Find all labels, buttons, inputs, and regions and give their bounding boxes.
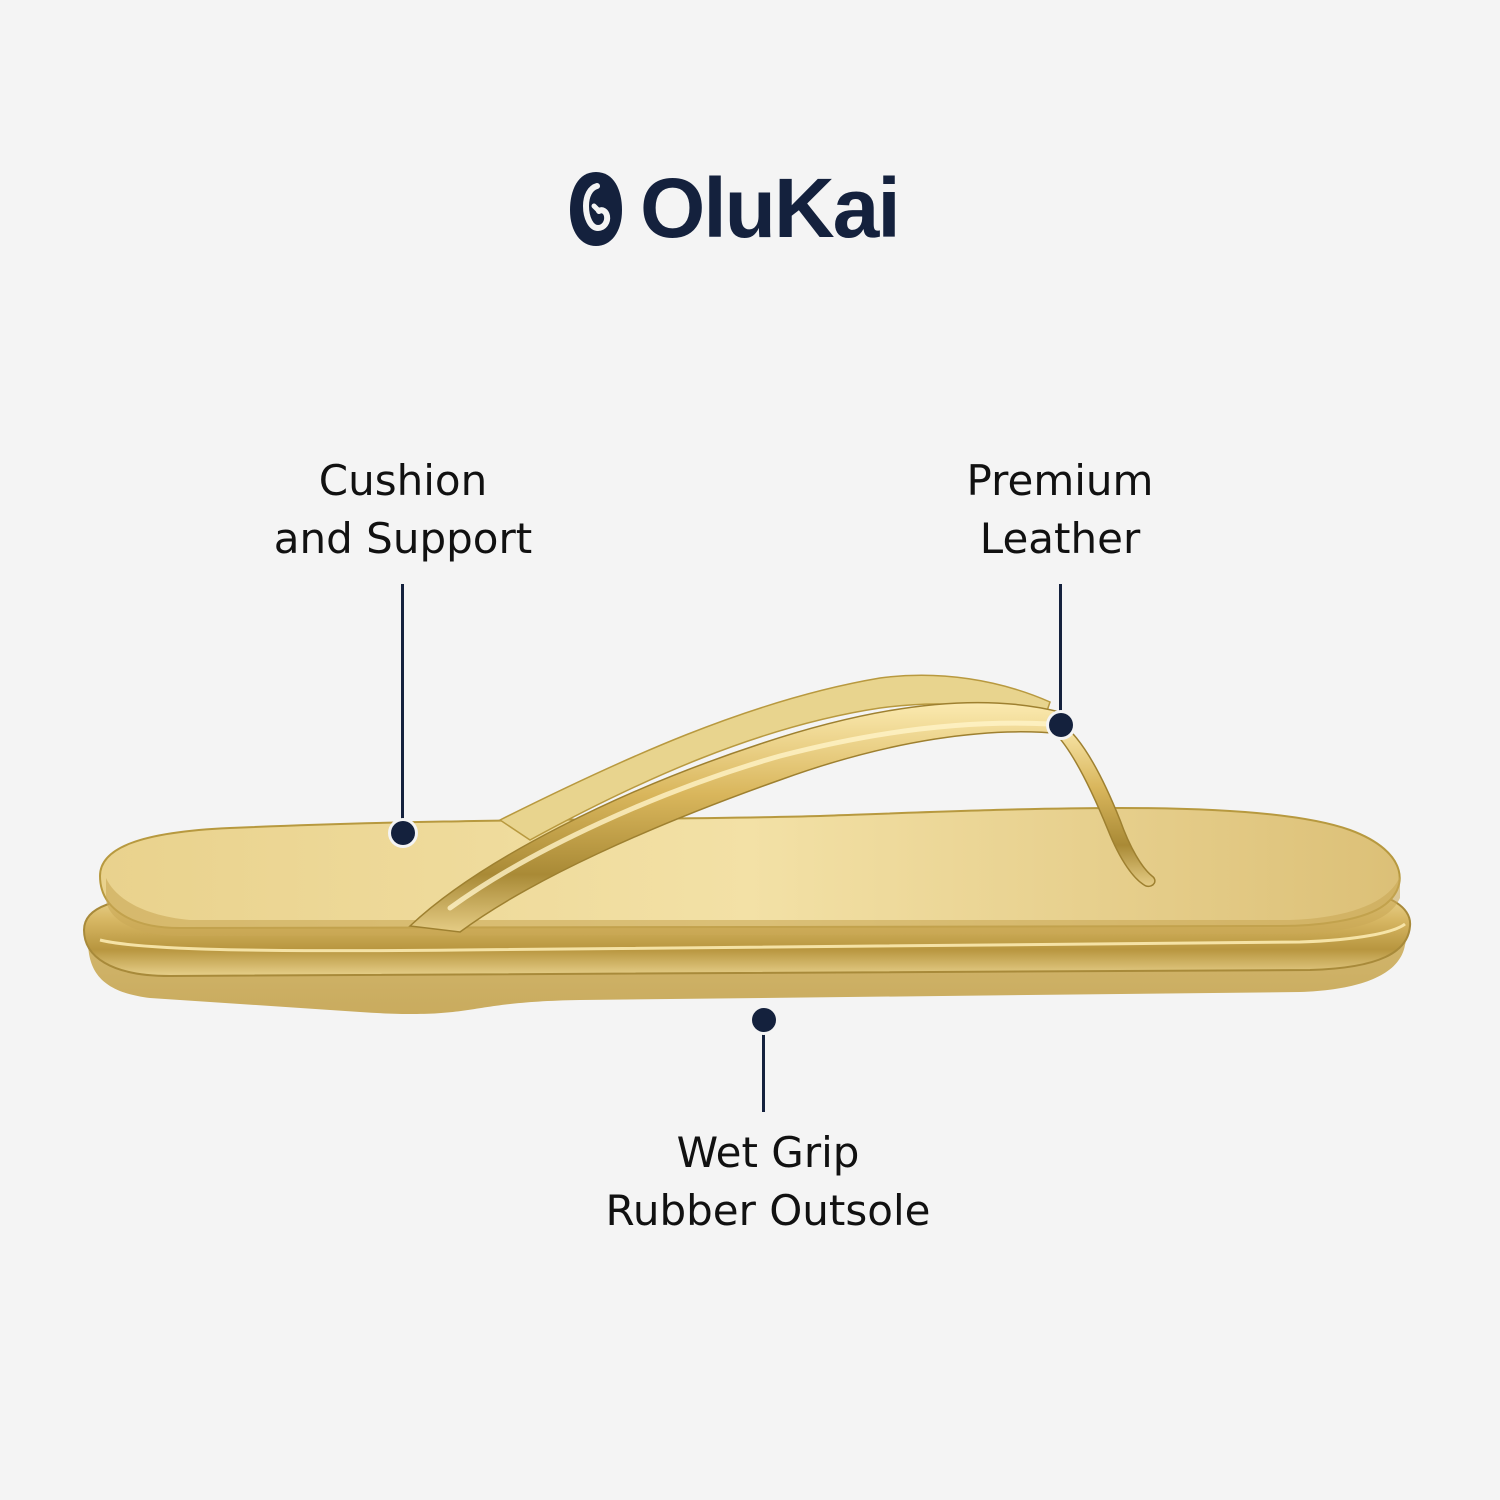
outsole-leader-line bbox=[762, 1022, 765, 1112]
footbed-shape bbox=[98, 806, 1401, 930]
callout-outsole-line2: Rubber Outsole bbox=[605, 1186, 931, 1235]
callout-outsole-label: Wet Grip Rubber Outsole bbox=[560, 1124, 976, 1240]
brand-name: OluKai bbox=[640, 161, 901, 255]
leather-leader-line bbox=[1059, 584, 1062, 724]
callout-leather-label: Premium Leather bbox=[930, 452, 1190, 568]
callout-cushion-label: Cushion and Support bbox=[253, 452, 553, 568]
outsole-marker-dot bbox=[752, 1008, 776, 1032]
callout-cushion-line2: and Support bbox=[273, 514, 533, 563]
cushion-marker-dot bbox=[391, 821, 415, 845]
leather-marker-dot bbox=[1049, 713, 1073, 737]
callout-cushion-line1: Cushion bbox=[318, 456, 488, 505]
callout-leather-line1: Premium bbox=[966, 456, 1154, 505]
callout-leather-line2: Leather bbox=[979, 514, 1141, 563]
toe-post bbox=[1053, 720, 1156, 888]
hook-logo-icon bbox=[570, 172, 622, 246]
gold-sandal-image bbox=[82, 674, 1412, 1015]
cushion-leader-line bbox=[401, 584, 404, 832]
brand-logo: OluKai bbox=[566, 161, 901, 255]
callout-outsole-line1: Wet Grip bbox=[676, 1128, 860, 1177]
inner-strap bbox=[498, 674, 1051, 841]
